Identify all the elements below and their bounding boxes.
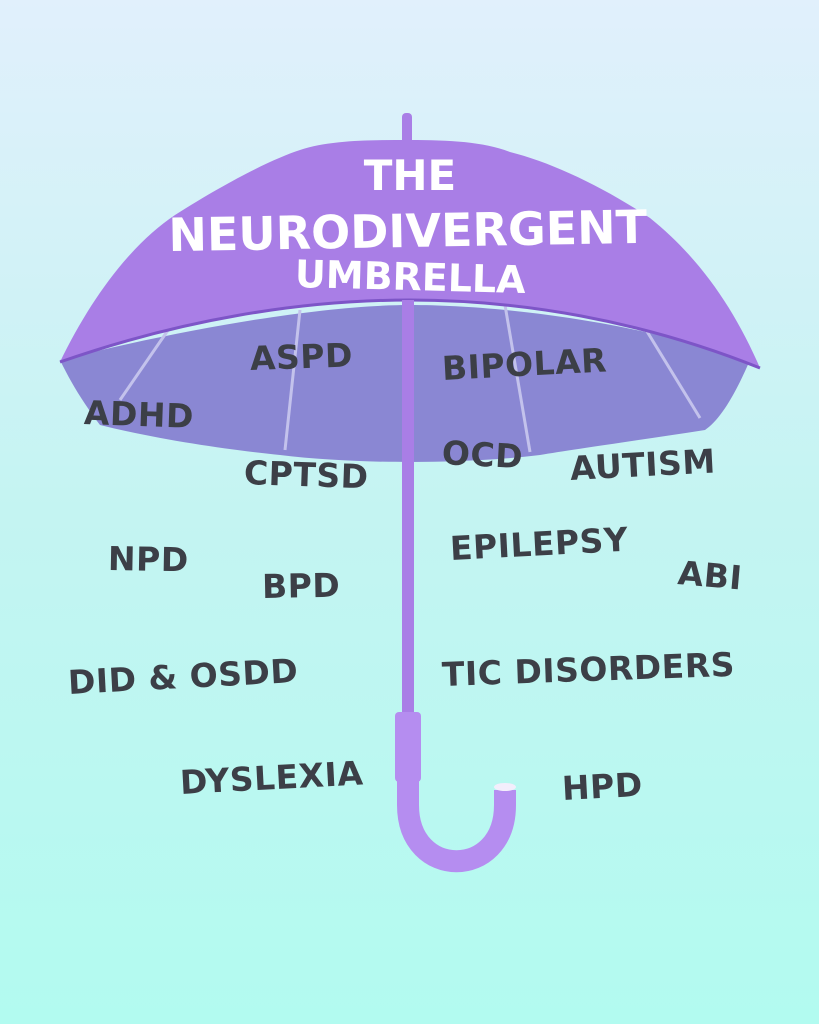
umbrella-grip — [395, 712, 421, 782]
term-adhd: ADHD — [83, 393, 195, 436]
title-line-1: THE — [364, 151, 457, 200]
umbrella-shaft — [402, 300, 414, 720]
term-cptsd: CPTSD — [243, 453, 370, 497]
canopy-ribs — [118, 304, 702, 453]
canopy-top — [60, 140, 760, 368]
umbrella-handle — [397, 780, 516, 873]
umbrella-tip — [402, 113, 412, 153]
handle-end-cap — [494, 783, 516, 791]
term-tic-disorders: TIC DISORDERS — [441, 644, 736, 694]
term-bipolar: BIPOLAR — [440, 340, 608, 388]
term-bpd: BPD — [261, 565, 341, 606]
umbrella-title: THE NEURODIVERGENT UMBRELLA — [168, 151, 648, 302]
term-abi: ABI — [676, 553, 744, 598]
term-dyslexia: DYSLEXIA — [178, 753, 365, 802]
term-hpd: HPD — [560, 764, 644, 808]
title-line-3: UMBRELLA — [294, 252, 526, 302]
term-aspd: ASPD — [249, 335, 354, 378]
term-npd: NPD — [107, 539, 190, 580]
term-ocd: OCD — [440, 433, 525, 477]
umbrella-icon — [59, 113, 761, 873]
term-autism: AUTISM — [568, 441, 717, 488]
title-line-2: NEURODIVERGENT — [168, 200, 648, 262]
term-epilepsy: EPILEPSY — [448, 519, 630, 568]
